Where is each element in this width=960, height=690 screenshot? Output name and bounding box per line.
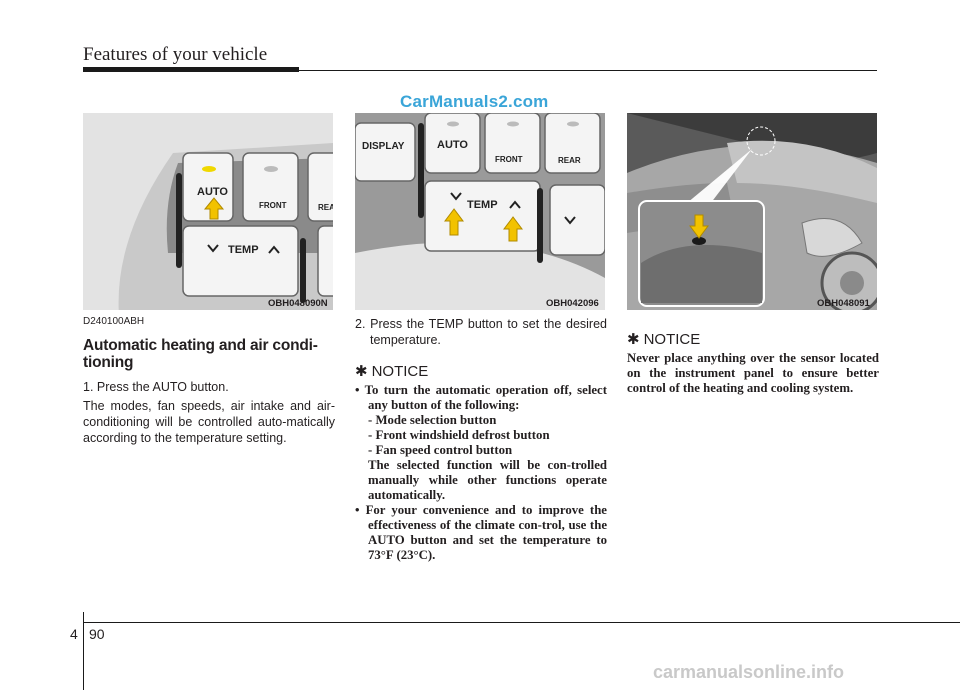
page-number: 90 — [89, 626, 105, 642]
chevron-up-icon — [268, 245, 280, 254]
notice-bullet-1: • To turn the automatic operation off, s… — [355, 383, 607, 412]
figure-auto-button: AUTO FRONT REA TEMP — [83, 113, 333, 310]
header-rule — [299, 70, 877, 71]
display-button-label: DISPLAY — [362, 141, 405, 152]
page-header-title: Features of your vehicle — [83, 44, 268, 65]
arrow-up-icon — [203, 197, 225, 220]
auto-button-label: AUTO — [437, 139, 468, 151]
watermark-link[interactable]: CarManuals2.com — [400, 92, 549, 111]
chevron-up-icon — [509, 200, 521, 209]
front-button-label: FRONT — [495, 155, 523, 164]
figure-sensor-location — [627, 113, 877, 310]
header-bar — [83, 67, 299, 72]
notice-sub-text: The selected function will be con-trolle… — [368, 458, 607, 502]
column-temp-notice: 2. Press the TEMP button to set the desi… — [355, 316, 607, 563]
footer-divider-vertical — [83, 612, 84, 690]
auto-button-label: AUTO — [197, 186, 228, 198]
chevron-down-icon — [207, 244, 219, 253]
arrow-down-icon — [689, 214, 709, 239]
notice-title: ✱ NOTICE — [627, 330, 879, 349]
notice-title: ✱ NOTICE — [355, 362, 607, 381]
notice-title-text: NOTICE — [371, 362, 429, 380]
notice-sub-item-1: - Mode selection button — [368, 413, 497, 427]
rear-button-label: REAR — [558, 156, 581, 165]
footer-watermark: carmanualsonline.info — [653, 662, 845, 682]
chapter-number: 4 — [70, 626, 78, 642]
notice-title-text: NOTICE — [643, 330, 701, 348]
notice-star-icon: ✱ — [355, 363, 368, 380]
figure-caption: OBH048090N — [268, 298, 328, 309]
column-auto-heating: D240100ABH Automatic heating and air con… — [83, 314, 335, 446]
footer-divider-horizontal — [84, 622, 960, 623]
notice-sub-item-2: - Front windshield defrost button — [368, 428, 550, 442]
arrow-up-icon — [503, 216, 523, 242]
auto-description: The modes, fan speeds, air intake and ai… — [83, 399, 335, 445]
front-button-label: FRONT — [259, 201, 287, 210]
figure-caption: OBH048091 — [817, 298, 870, 309]
section-code: D240100ABH — [83, 316, 145, 327]
temp-button-label: TEMP — [467, 199, 498, 211]
step-1-text: 1. Press the AUTO button. — [83, 380, 229, 394]
section-heading: Automatic heating and air condi-tioning — [83, 337, 318, 371]
column-sensor-notice: ✱ NOTICE Never place anything over the s… — [627, 318, 879, 396]
notice-sub-item-3: - Fan speed control button — [368, 443, 513, 457]
sensor-notice-text: Never place anything over the sensor loc… — [627, 351, 879, 395]
chevron-down-icon — [450, 192, 462, 201]
notice-star-icon: ✱ — [627, 331, 640, 348]
figure-temp-button: DISPLAY AUTO FRONT REAR TEMP — [355, 113, 605, 310]
step-2-text: 2. Press the TEMP button to set the desi… — [355, 317, 607, 347]
rear-button-label: REA — [318, 203, 333, 212]
figure-caption: OBH042096 — [546, 298, 599, 309]
temp-button-label: TEMP — [228, 244, 259, 256]
notice-bullet-2: • For your convenience and to improve th… — [355, 503, 607, 562]
arrow-up-icon — [444, 208, 464, 236]
